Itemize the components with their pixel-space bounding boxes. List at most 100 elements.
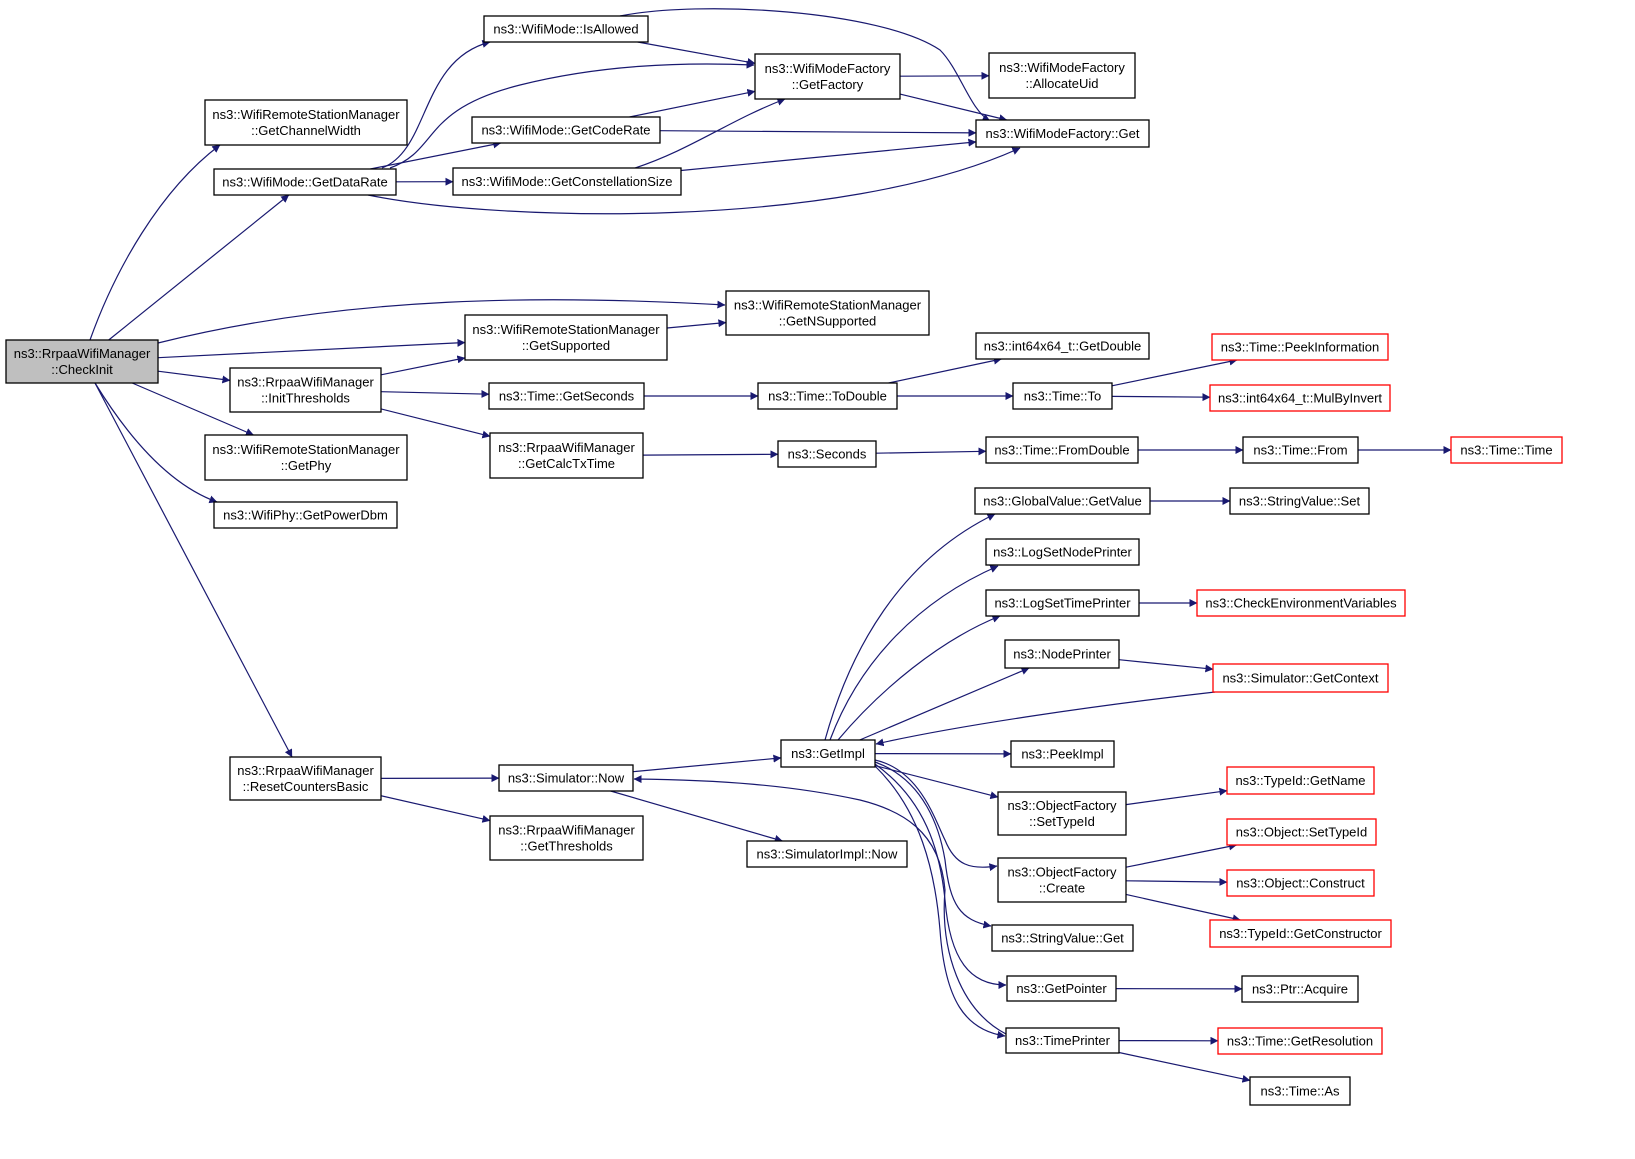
node-box bbox=[1209, 919, 1392, 948]
edge-line bbox=[666, 319, 727, 329]
edge-isallowed-to-wmfget bbox=[619, 8, 991, 122]
node-box bbox=[1226, 818, 1377, 846]
node-label: ::AllocateUid bbox=[1026, 76, 1099, 91]
node-box bbox=[1249, 1076, 1351, 1106]
edge-todouble-to-i64getdouble bbox=[888, 356, 1002, 384]
edge-line bbox=[1118, 659, 1214, 673]
node-getphy[interactable]: ns3::WifiRemoteStationManager::GetPhy bbox=[204, 434, 408, 481]
node-simnow[interactable]: ns3::Simulator::Now bbox=[498, 764, 634, 792]
edge-line bbox=[874, 765, 1006, 1039]
node-getconstructor[interactable]: ns3::TypeId::GetConstructor bbox=[1209, 919, 1392, 948]
node-typeidgetname[interactable]: ns3::TypeId::GetName bbox=[1226, 766, 1375, 795]
node-initthresholds[interactable]: ns3::RrpaaWifiManager::InitThresholds bbox=[229, 367, 382, 413]
node-label: ns3::WifiRemoteStationManager bbox=[734, 298, 922, 313]
edge-line bbox=[1125, 842, 1237, 868]
edge-timeto-to-mulbyinvert bbox=[1111, 393, 1211, 402]
node-getcalctxtime[interactable]: ns3::RrpaaWifiManager::GetCalcTxTime bbox=[489, 432, 644, 479]
edge-line bbox=[380, 355, 466, 376]
node-label: ns3::SimulatorImpl::Now bbox=[757, 847, 898, 862]
node-label: ns3::Object::SetTypeId bbox=[1236, 825, 1368, 840]
node-label: ns3::RrpaaWifiManager bbox=[14, 346, 151, 361]
node-peekimpl[interactable]: ns3::PeekImpl bbox=[1010, 740, 1115, 768]
node-label: ::GetCalcTxTime bbox=[518, 456, 615, 471]
node-label: ns3::Time::To bbox=[1024, 389, 1102, 404]
node-box bbox=[997, 857, 1127, 903]
edge-line bbox=[888, 356, 1002, 384]
node-getcontext[interactable]: ns3::Simulator::GetContext bbox=[1212, 663, 1389, 693]
node-objconstruct[interactable]: ns3::Object::Construct bbox=[1226, 869, 1375, 897]
node-getseconds[interactable]: ns3::Time::GetSeconds bbox=[488, 382, 645, 410]
node-logsettimeprinter[interactable]: ns3::LogSetTimePrinter bbox=[985, 589, 1140, 617]
node-timefrom[interactable]: ns3::Time::From bbox=[1242, 436, 1359, 464]
edge-getfactory-to-wmfget bbox=[899, 93, 1008, 123]
node-getcoderate[interactable]: ns3::WifiMode::GetCodeRate bbox=[471, 116, 661, 144]
node-label: ns3::ObjectFactory bbox=[1007, 798, 1117, 813]
node-label: ns3::ObjectFactory bbox=[1007, 865, 1117, 880]
node-timeto[interactable]: ns3::Time::To bbox=[1012, 382, 1113, 410]
node-label: ns3::LogSetTimePrinter bbox=[994, 596, 1131, 611]
edge-line bbox=[874, 759, 998, 872]
node-label: ns3::WifiMode::GetCodeRate bbox=[481, 123, 650, 138]
node-getpowerdbm[interactable]: ns3::WifiPhy::GetPowerDbm bbox=[213, 501, 398, 529]
node-logsetnodeprinter[interactable]: ns3::LogSetNodePrinter bbox=[985, 538, 1140, 566]
node-ofcreate[interactable]: ns3::ObjectFactory::Create bbox=[997, 857, 1127, 903]
node-label: ns3::RrpaaWifiManager bbox=[498, 823, 635, 838]
node-getimpl[interactable]: ns3::GetImpl bbox=[780, 739, 876, 768]
node-label: ns3::Time::Time bbox=[1460, 443, 1552, 458]
node-nodeprinter[interactable]: ns3::NodePrinter bbox=[1004, 639, 1120, 669]
node-getnsupported[interactable]: ns3::WifiRemoteStationManager::GetNSuppo… bbox=[725, 290, 930, 336]
node-box bbox=[464, 314, 668, 361]
node-getdatarate[interactable]: ns3::WifiMode::GetDataRate bbox=[213, 168, 397, 196]
node-box bbox=[1212, 663, 1389, 693]
node-timeas[interactable]: ns3::Time::As bbox=[1249, 1076, 1351, 1106]
edge-resetcountersbasic-to-getthresholds bbox=[380, 795, 491, 823]
node-getfactory[interactable]: ns3::WifiModeFactory::GetFactory bbox=[754, 53, 901, 100]
node-checkinit[interactable]: ns3::RrpaaWifiManager::CheckInit bbox=[5, 339, 159, 384]
node-objsettypeid[interactable]: ns3::Object::SetTypeId bbox=[1226, 818, 1377, 846]
node-mulbyinvert[interactable]: ns3::int64x64_t::MulByInvert bbox=[1209, 384, 1391, 412]
node-timetime[interactable]: ns3::Time::Time bbox=[1450, 436, 1563, 464]
node-stringvalueget[interactable]: ns3::StringValue::Get bbox=[991, 924, 1134, 952]
edge-getdatarate-to-wmfget bbox=[367, 147, 1021, 215]
node-ptracquire[interactable]: ns3::Ptr::Acquire bbox=[1241, 975, 1359, 1003]
node-getsupported[interactable]: ns3::WifiRemoteStationManager::GetSuppor… bbox=[464, 314, 668, 361]
node-timeprinter[interactable]: ns3::TimePrinter bbox=[1005, 1027, 1120, 1054]
node-stringvalueset[interactable]: ns3::StringValue::Set bbox=[1229, 487, 1370, 515]
node-box bbox=[489, 432, 644, 479]
edge-getconstellationsize-to-wmfget bbox=[680, 138, 977, 172]
node-settypeid[interactable]: ns3::ObjectFactory::SetTypeId bbox=[997, 791, 1127, 836]
edge-line bbox=[633, 775, 1007, 1035]
node-label: ns3::GlobalValue::GetValue bbox=[983, 494, 1142, 509]
node-peekinformation[interactable]: ns3::Time::PeekInformation bbox=[1211, 333, 1389, 361]
node-getchannelwidth[interactable]: ns3::WifiRemoteStationManager::GetChanne… bbox=[204, 99, 408, 146]
node-box bbox=[1005, 1027, 1120, 1054]
edge-getcontext-to-getimpl bbox=[875, 691, 1216, 747]
node-seconds[interactable]: ns3::Seconds bbox=[777, 440, 877, 468]
edge-getsupported-to-getnsupported bbox=[666, 319, 727, 329]
node-label: ns3::WifiMode::GetDataRate bbox=[222, 175, 387, 190]
node-wmfget[interactable]: ns3::WifiModeFactory::Get bbox=[975, 119, 1150, 148]
node-getpointer[interactable]: ns3::GetPointer bbox=[1006, 975, 1117, 1002]
node-getvalue[interactable]: ns3::GlobalValue::GetValue bbox=[974, 487, 1151, 515]
node-box bbox=[213, 168, 397, 196]
node-i64getdouble[interactable]: ns3::int64x64_t::GetDouble bbox=[975, 332, 1150, 360]
node-label: ns3::LogSetNodePrinter bbox=[993, 545, 1132, 560]
edge-line bbox=[108, 194, 290, 341]
node-label: ns3::StringValue::Set bbox=[1239, 494, 1361, 509]
node-simimplnow[interactable]: ns3::SimulatorImpl::Now bbox=[746, 840, 908, 868]
node-label: ns3::WifiModeFactory bbox=[765, 61, 891, 76]
node-box bbox=[780, 739, 876, 768]
node-fromdouble[interactable]: ns3::Time::FromDouble bbox=[985, 436, 1139, 464]
node-allocateuid[interactable]: ns3::WifiModeFactory::AllocateUid bbox=[988, 52, 1136, 99]
edge-line bbox=[1111, 393, 1211, 402]
node-getconstellationsize[interactable]: ns3::WifiMode::GetConstellationSize bbox=[452, 167, 682, 196]
node-box bbox=[746, 840, 908, 868]
node-isallowed[interactable]: ns3::WifiMode::IsAllowed bbox=[483, 15, 649, 43]
edge-getimpl-to-getvalue bbox=[824, 513, 996, 741]
node-getresolution[interactable]: ns3::Time::GetResolution bbox=[1217, 1027, 1383, 1055]
node-resetcountersbasic[interactable]: ns3::RrpaaWifiManager::ResetCountersBasi… bbox=[229, 756, 382, 801]
node-todouble[interactable]: ns3::Time::ToDouble bbox=[757, 382, 898, 410]
node-checkenv[interactable]: ns3::CheckEnvironmentVariables bbox=[1196, 589, 1406, 617]
node-getthresholds[interactable]: ns3::RrpaaWifiManager::GetThresholds bbox=[489, 815, 644, 861]
